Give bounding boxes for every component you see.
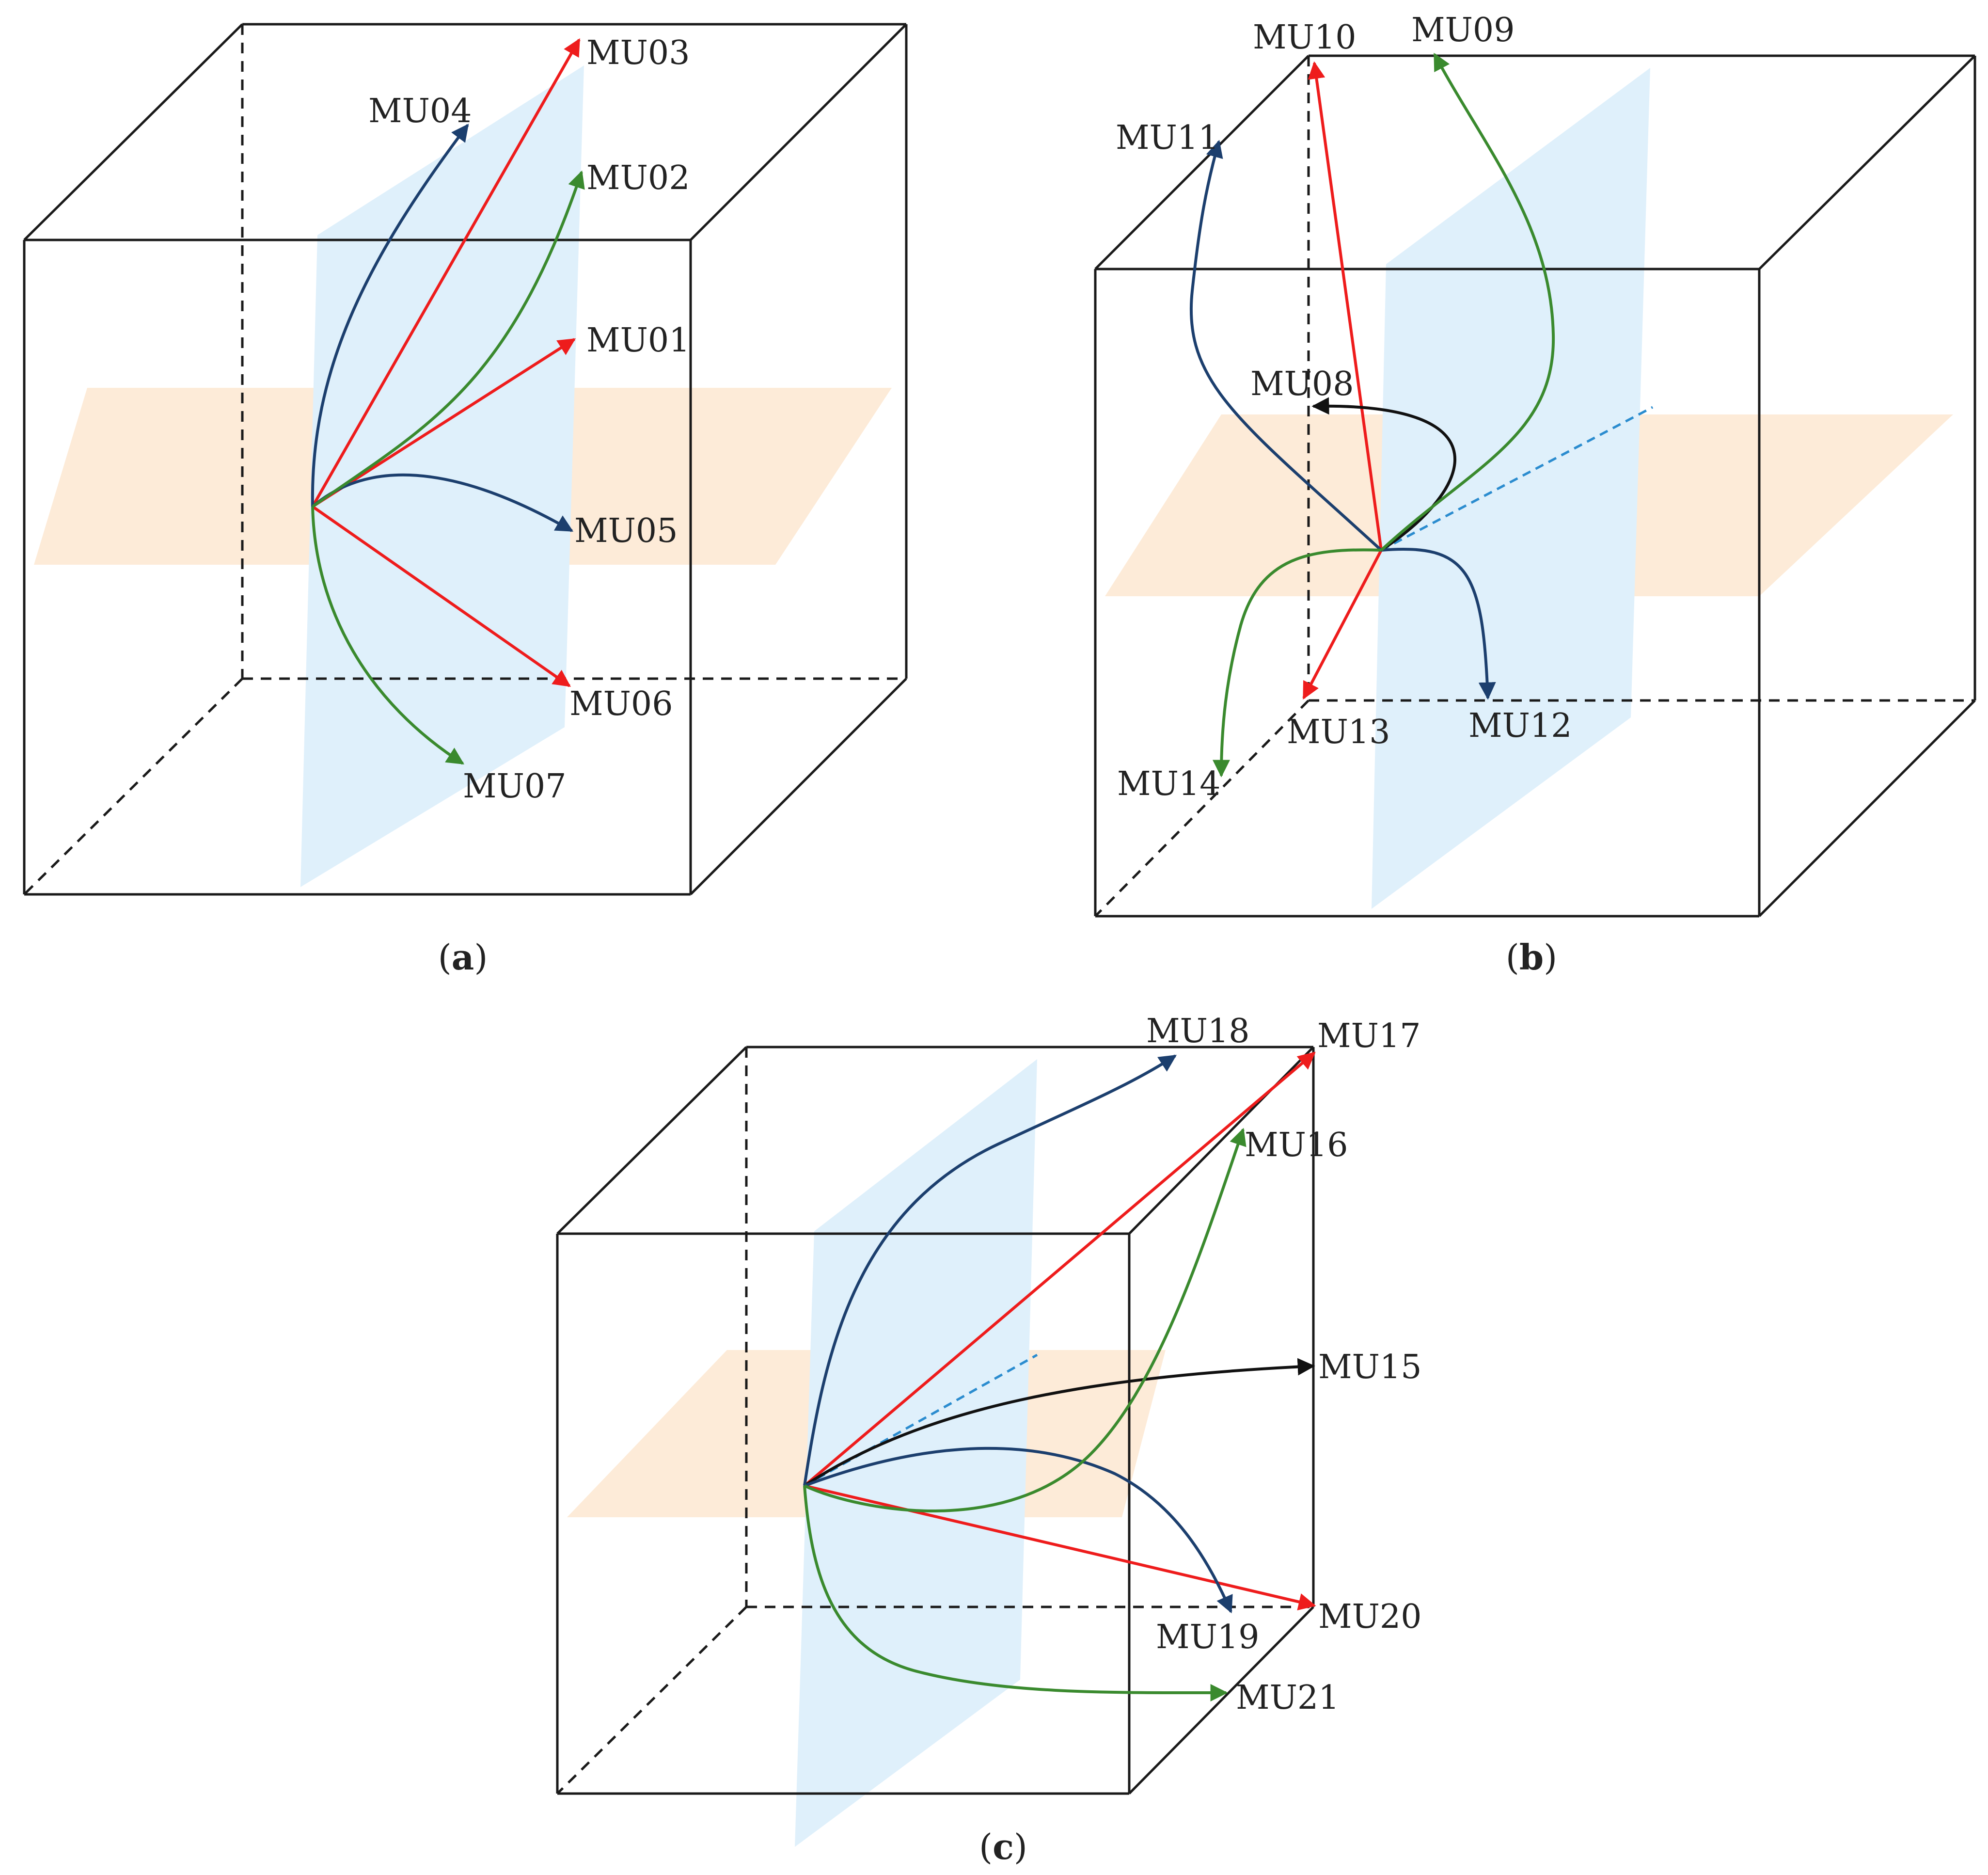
label-mu01: MU01 xyxy=(586,321,690,360)
vector-mu17 xyxy=(804,1051,1316,1487)
cube-edge xyxy=(1758,699,1976,917)
vector-mu11 xyxy=(1189,140,1383,552)
label-mu10: MU10 xyxy=(1253,18,1356,57)
label-mu12: MU12 xyxy=(1468,707,1572,745)
label-mu13: MU13 xyxy=(1287,713,1390,751)
vector-mu01 xyxy=(312,338,576,508)
label-mu07: MU07 xyxy=(463,767,566,806)
labels-b: MU10 MU09 MU11 MU08 MU13 MU12 MU14 xyxy=(1116,11,1572,803)
vector-mu18 xyxy=(803,1054,1177,1486)
panel-a: MU03 MU04 MU02 MU01 MU05 MU06 MU07 (a) xyxy=(23,23,908,978)
vector-mu06 xyxy=(312,505,571,687)
label-mu14: MU14 xyxy=(1117,765,1220,803)
caption-c: (c) xyxy=(979,1826,1027,1867)
vector-mu07 xyxy=(311,506,465,765)
labels-a: MU03 MU04 MU02 MU01 MU05 MU06 MU07 xyxy=(368,34,690,806)
cube-c xyxy=(556,1046,1315,1795)
panel-b: MU10 MU09 MU11 MU08 MU13 MU12 MU14 (b) xyxy=(1094,11,1976,978)
vector-mu20 xyxy=(804,1484,1316,1611)
vectors-b xyxy=(1189,52,1555,778)
cube-edge xyxy=(23,23,243,241)
cube-edge xyxy=(690,678,907,895)
panel-c: MU18 MU17 MU16 MU15 MU19 MU20 MU21 (c) xyxy=(556,1012,1421,1867)
cube-b xyxy=(1094,54,1976,918)
label-mu03: MU03 xyxy=(586,34,690,72)
labels-c: MU18 MU17 MU16 MU15 MU19 MU20 MU21 xyxy=(1146,1012,1421,1717)
label-mu18: MU18 xyxy=(1146,1012,1249,1050)
vector-mu08 xyxy=(1311,397,1456,552)
cube-edge xyxy=(1094,55,1310,270)
label-mu19: MU19 xyxy=(1156,1618,1259,1656)
vectors-c xyxy=(803,1051,1316,1702)
label-mu02: MU02 xyxy=(586,159,690,197)
cube-a xyxy=(23,23,908,896)
vector-mu13 xyxy=(1302,549,1383,700)
cube-edge xyxy=(556,1046,747,1235)
cube-hidden-edge xyxy=(556,1606,747,1795)
vector-mu04 xyxy=(311,124,469,507)
label-mu17: MU17 xyxy=(1317,1017,1420,1055)
cube-edge xyxy=(690,23,907,241)
vector-mu10 xyxy=(1308,61,1383,551)
vector-mu21 xyxy=(803,1485,1228,1702)
caption-b: (b) xyxy=(1506,937,1558,978)
label-mu04: MU04 xyxy=(368,92,472,130)
label-mu08: MU08 xyxy=(1250,365,1354,403)
reference-axis xyxy=(1380,406,1654,552)
vertical-plane xyxy=(1372,68,1650,909)
label-mu20: MU20 xyxy=(1318,1598,1421,1636)
vectors-a xyxy=(311,38,585,765)
label-mu16: MU16 xyxy=(1245,1126,1348,1164)
caption-a: (a) xyxy=(438,937,488,978)
label-mu06: MU06 xyxy=(569,685,673,723)
vector-mu03 xyxy=(311,38,581,508)
label-mu21: MU21 xyxy=(1236,1679,1339,1717)
vector-mu15 xyxy=(804,1358,1315,1487)
label-mu09: MU09 xyxy=(1411,11,1515,49)
vector-mu16 xyxy=(804,1128,1246,1512)
label-mu05: MU05 xyxy=(574,512,678,550)
label-mu15: MU15 xyxy=(1318,1348,1421,1386)
vector-mu12 xyxy=(1381,547,1496,700)
vector-mu09 xyxy=(1380,52,1555,552)
vertical-plane xyxy=(300,65,584,887)
vector-mu14 xyxy=(1213,548,1382,778)
vertical-plane xyxy=(795,1059,1037,1847)
cube-edge xyxy=(1758,55,1976,270)
vector-mu02 xyxy=(312,170,585,508)
vector-mu19 xyxy=(804,1446,1233,1614)
cube-hidden-edge xyxy=(1094,699,1310,917)
label-mu11: MU11 xyxy=(1116,119,1219,157)
cube-hidden-edge xyxy=(23,678,243,895)
